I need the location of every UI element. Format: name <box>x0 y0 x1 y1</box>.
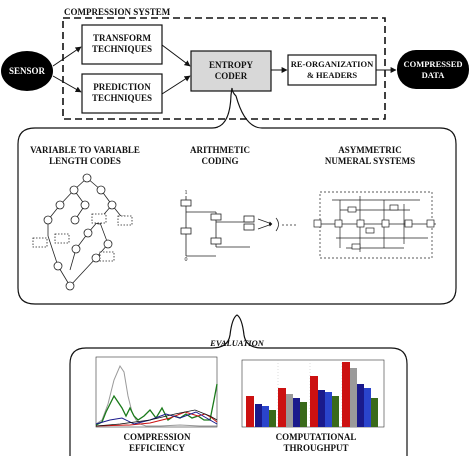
throughput-bar <box>286 394 293 427</box>
throughput-bar <box>293 398 300 427</box>
throughput-chart <box>241 359 385 428</box>
entropy-methods-container <box>17 87 457 305</box>
sensor-to-prediction-arrow <box>52 75 82 93</box>
transform-label: TRANSFORM TECHNIQUES <box>91 33 153 54</box>
throughput-bar <box>350 368 357 427</box>
throughput-bar <box>357 384 364 427</box>
arithmetic-title: ARITHMETIC CODING <box>189 145 250 166</box>
throughput-bar <box>278 388 286 427</box>
sensor-node <box>1 51 53 91</box>
sensor-to-transform-arrow <box>52 46 82 67</box>
efficiency-chart <box>95 356 218 428</box>
evaluation-container <box>69 314 408 456</box>
throughput-bar <box>310 376 318 427</box>
throughput-bar <box>246 396 254 427</box>
throughput-bar <box>342 362 350 427</box>
compressed-data-label: COMPRESSED DATA <box>403 59 463 80</box>
throughput-bar <box>269 410 276 427</box>
transform-to-entropy-arrow <box>161 44 191 67</box>
throughput-bar <box>255 404 262 427</box>
entropy-coder-label: ENTROPY CODER <box>208 60 253 81</box>
throughput-bar <box>262 406 269 427</box>
throughput-bar <box>332 396 339 427</box>
arithmetic-coding-diagram <box>180 196 298 257</box>
sensor-label: SENSOR <box>8 66 45 76</box>
throughput-bar <box>300 402 307 427</box>
throughput-bar <box>325 392 332 427</box>
prediction-label: PREDICTION TECHNIQUES <box>91 82 153 103</box>
compressed-data-node <box>397 50 469 89</box>
throughput-bar <box>371 398 378 427</box>
arith-top-tick: 1 <box>184 190 188 196</box>
compression-system-title: COMPRESSION SYSTEM <box>64 7 171 17</box>
vlc-tree-diagram <box>32 173 133 291</box>
ans-title: ASYMMETRIC NUMERAL SYSTEMS <box>324 145 416 166</box>
ans-state-diagram <box>313 191 436 259</box>
reorganization-label: RE-ORGANIZATION & HEADERS <box>290 59 374 80</box>
arith-bottom-tick: 0 <box>184 257 188 263</box>
transform-techniques-box <box>81 24 163 65</box>
efficiency-series-navy <box>95 411 218 425</box>
efficiency-series-black <box>95 409 218 427</box>
throughput-bar <box>318 390 325 427</box>
reorganization-box <box>287 54 377 86</box>
prediction-techniques-box <box>81 73 163 114</box>
compression-system-box <box>62 17 386 120</box>
vlc-title: VARIABLE TO VARIABLE LENGTH CODES <box>30 145 140 166</box>
efficiency-caption: COMPRESSION EFFICIENCY <box>123 432 191 453</box>
entropy-coder-box <box>190 50 272 92</box>
evaluation-title: EVALUATION <box>210 338 264 348</box>
throughput-bar <box>364 388 371 427</box>
prediction-to-entropy-arrow <box>161 75 191 95</box>
throughput-caption: COMPUTATIONAL THROUGHPUT <box>275 432 357 453</box>
